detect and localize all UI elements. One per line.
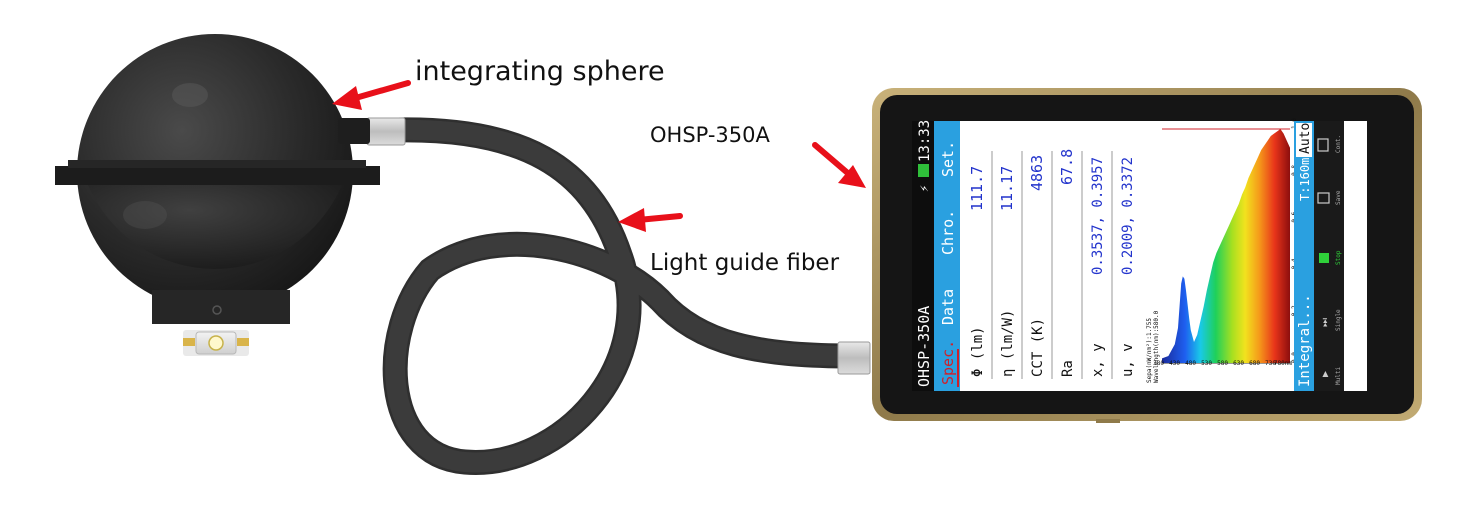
row-xy-label: x, y (1090, 343, 1106, 377)
chart-annotation-2: Wavelength(nm):580.0 (1153, 310, 1160, 383)
tab-spec[interactable]: Spec. (939, 340, 957, 385)
tab-chro[interactable]: Chro. (939, 210, 957, 255)
stop-icon (1319, 253, 1329, 263)
row-ra-value: 67.8 (1058, 149, 1076, 185)
row-cct-value: 4863 (1028, 155, 1046, 191)
led-sample (183, 330, 249, 356)
integrating-sphere (55, 34, 380, 324)
cont-icon (1317, 138, 1329, 152)
x-tick-label: 630 (1233, 360, 1244, 367)
x-tick-label: 480 (1185, 360, 1196, 367)
callout-model: OHSP-350A (650, 123, 770, 147)
arrow-sphere (332, 80, 411, 110)
x-tick-label: 730 (1265, 360, 1276, 367)
x-tick-label: 580 (1217, 360, 1228, 367)
callout-integrating-sphere: integrating sphere (415, 56, 665, 87)
arrow-model (812, 142, 866, 188)
save-icon (1317, 192, 1330, 204)
row-efficacy-value: 11.17 (998, 166, 1016, 211)
multi-button[interactable]: Multi (1335, 367, 1342, 385)
x-tick-label: 680 (1249, 360, 1260, 367)
row-flux-label: Φ (lm) (970, 326, 986, 377)
tab-set[interactable]: Set. (939, 141, 957, 177)
x-tick-label: 530 (1201, 360, 1212, 367)
mode-auto[interactable]: Auto (1298, 123, 1313, 154)
save-button[interactable]: Save (1335, 190, 1342, 205)
status-left: Integral... (1297, 294, 1313, 387)
cont-button[interactable]: Cont. (1335, 135, 1342, 153)
device-screen: OHSP-350A ⚡ 13:33 Spec. Data Chro. Set. … (912, 118, 1367, 391)
battery-icon (918, 164, 929, 177)
device-model-title: OHSP-350A (915, 306, 933, 387)
status-right: T:160ms (1298, 150, 1312, 201)
stop-button[interactable]: Stop (1335, 250, 1342, 265)
toolbar: ▶ Multi ⏭ Single Stop Save Cont. (1317, 135, 1342, 385)
tab-data[interactable]: Data (939, 289, 957, 325)
row-ra-label: Ra (1060, 360, 1076, 377)
single-button[interactable]: Single (1335, 309, 1342, 331)
single-icon: ⏭ (1320, 318, 1331, 327)
multi-icon: ▶ (1320, 371, 1331, 377)
row-uv-value: 0.2009, 0.3372 (1120, 157, 1136, 275)
device-clock: 13:33 (917, 120, 933, 162)
x-tick-label: 780nm (1274, 360, 1292, 367)
fiber-connector-device (837, 341, 871, 375)
x-tick-label: 380 (1153, 360, 1164, 367)
arrow-fiber (618, 208, 683, 232)
usb-icon: ⚡ (917, 185, 931, 192)
chart-annotation-1: Sepa(nW/nm²):1.755 (1146, 318, 1153, 383)
light-guide-fiber (366, 117, 871, 475)
row-cct-label: CCT (K) (1030, 318, 1046, 377)
fiber-connector-sphere (366, 117, 406, 146)
ohsp-350a-device: OHSP-350A ⚡ 13:33 Spec. Data Chro. Set. … (872, 88, 1422, 423)
spectrum-area (1162, 129, 1290, 363)
row-efficacy-label: η (lm/W) (1000, 310, 1016, 377)
data-table: Φ (lm) 111.7 η (lm/W) 11.17 CCT (K) 4863… (968, 149, 1136, 379)
callout-light-guide-fiber: Light guide fiber (650, 250, 840, 276)
row-xy-value: 0.3537, 0.3957 (1090, 157, 1106, 275)
x-tick-label: 430 (1169, 360, 1180, 367)
row-uv-label: u, v (1120, 343, 1136, 377)
row-flux-value: 111.7 (968, 166, 986, 211)
